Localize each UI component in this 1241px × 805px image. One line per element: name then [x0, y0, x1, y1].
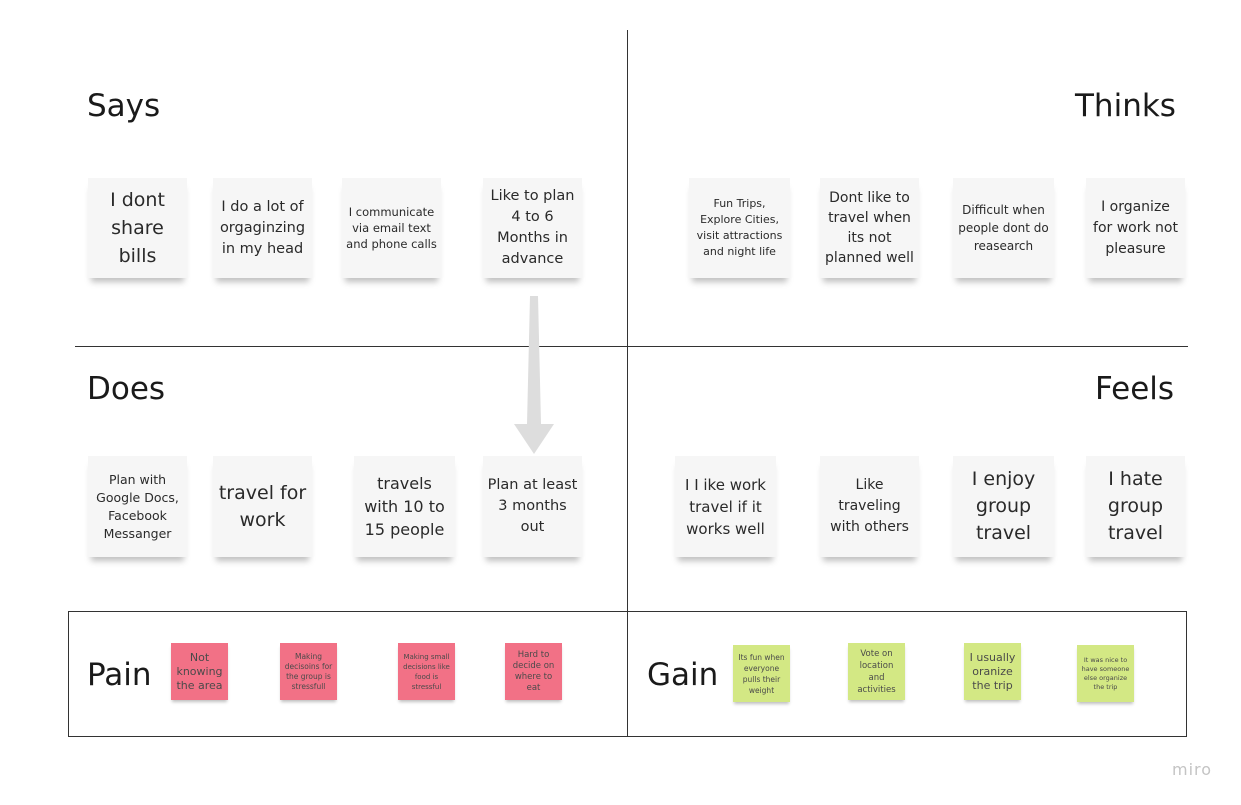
feels-note[interactable]: I I ike work travel if it works well: [675, 456, 776, 557]
thinks-note[interactable]: I organize for work not pleasure: [1086, 178, 1185, 278]
down-arrow-icon: [514, 296, 554, 454]
gain-note[interactable]: Its fun when everyone pulls their weight: [733, 645, 790, 702]
pain-note[interactable]: Not knowing the area: [171, 643, 228, 700]
feels-note[interactable]: I enjoy group travel: [953, 456, 1054, 557]
pain-gain-divider: [627, 611, 628, 737]
says-note[interactable]: I dont share bills: [88, 178, 187, 278]
thinks-note[interactable]: Dont like to travel when its not planned…: [820, 178, 919, 278]
pain-heading: Pain: [87, 657, 152, 693]
says-note[interactable]: I communicate via email text and phone c…: [342, 178, 441, 278]
does-note[interactable]: Plan at least 3 months out: [483, 456, 582, 557]
miro-logo: miro: [1172, 760, 1213, 779]
pain-note[interactable]: Making decisoins for the group is stress…: [280, 643, 337, 700]
does-note[interactable]: travel for work: [213, 456, 312, 557]
vertical-divider: [627, 30, 628, 612]
says-heading: Says: [87, 88, 161, 124]
does-heading: Does: [87, 371, 166, 407]
feels-note[interactable]: Like traveling with others: [820, 456, 919, 557]
gain-note[interactable]: Vote on location and activities: [848, 643, 905, 700]
pain-note[interactable]: Making small decisions like food is stre…: [398, 643, 455, 700]
thinks-note[interactable]: Fun Trips, Explore Cities, visit attract…: [689, 178, 790, 278]
feels-heading: Feels: [1095, 371, 1175, 407]
thinks-note[interactable]: Difficult when people dont do reasearch: [953, 178, 1054, 278]
says-note[interactable]: Like to plan 4 to 6 Months in advance: [483, 178, 582, 278]
gain-heading: Gain: [647, 657, 719, 693]
says-note[interactable]: I do a lot of orgaginzing in my head: [213, 178, 312, 278]
horizontal-divider: [75, 346, 1188, 347]
pain-note[interactable]: Hard to decide on where to eat: [505, 643, 562, 700]
feels-note[interactable]: I hate group travel: [1086, 456, 1185, 557]
gain-note[interactable]: I usually oranize the trip: [964, 643, 1021, 700]
does-note[interactable]: Plan with Google Docs, Facebook Messange…: [88, 456, 187, 557]
thinks-heading: Thinks: [1075, 88, 1176, 124]
does-note[interactable]: travels with 10 to 15 people: [354, 456, 455, 557]
gain-note[interactable]: It was nice to have someone else organiz…: [1077, 645, 1134, 702]
